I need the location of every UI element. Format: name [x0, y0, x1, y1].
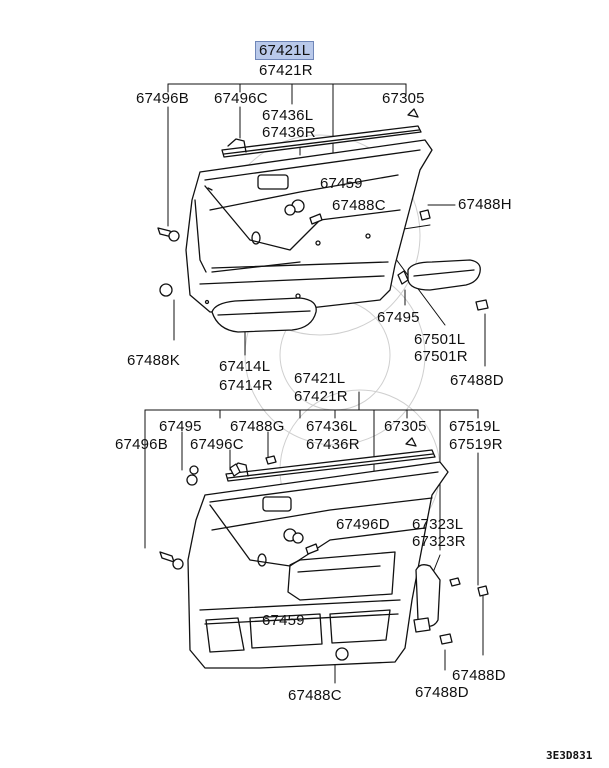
part-label-67459-rear[interactable]: 67459 [262, 612, 305, 629]
part-label-67436r[interactable]: 67436R [262, 124, 316, 141]
part-label-67488d[interactable]: 67488D [450, 372, 504, 389]
part-label-67496d[interactable]: 67496D [336, 516, 390, 533]
part-label-67305-rear[interactable]: 67305 [384, 418, 427, 435]
part-label-67519r[interactable]: 67519R [449, 436, 503, 453]
part-label-67501l[interactable]: 67501L [414, 331, 466, 348]
part-label-67421l-selected[interactable]: 67421L [255, 41, 315, 60]
part-label-67496c[interactable]: 67496C [214, 90, 268, 107]
part-label-67436l[interactable]: 67436L [262, 107, 314, 124]
top-weatherstrip [221, 125, 422, 158]
top-fasteners [157, 108, 489, 311]
part-label-67323l[interactable]: 67323L [412, 516, 464, 533]
part-label-67488c[interactable]: 67488C [332, 197, 386, 214]
diagram-code: 3E3D831 [546, 749, 593, 762]
part-label-67305[interactable]: 67305 [382, 90, 425, 107]
bottom-grip [413, 564, 441, 633]
part-label-67488h[interactable]: 67488H [458, 196, 512, 213]
part-label-67488g[interactable]: 67488G [230, 418, 285, 435]
part-label-67421r[interactable]: 67421R [259, 62, 313, 79]
bottom-door-panel [187, 461, 449, 669]
top-door-panel [185, 139, 433, 313]
top-pull-handle [407, 259, 481, 291]
part-label-67488d-rear-b[interactable]: 67488D [415, 684, 469, 701]
part-label-67421r-rear[interactable]: 67421R [294, 388, 348, 405]
part-label-67495[interactable]: 67495 [377, 309, 420, 326]
part-label-67414l[interactable]: 67414L [219, 358, 271, 375]
top-armrest [211, 297, 317, 333]
part-label-67501r[interactable]: 67501R [414, 348, 468, 365]
part-label-67496b[interactable]: 67496B [136, 90, 189, 107]
part-label-67496b-rear[interactable]: 67496B [115, 436, 168, 453]
bottom-weatherstrip [225, 449, 436, 482]
selected-part-highlight[interactable]: 67421L [255, 41, 315, 60]
part-label-67414r[interactable]: 67414R [219, 377, 273, 394]
part-label-67436r-rear[interactable]: 67436R [306, 436, 360, 453]
part-label-67488d-rear-a[interactable]: 67488D [452, 667, 506, 684]
part-label-67496c-rear[interactable]: 67496C [190, 436, 244, 453]
part-label-67323r[interactable]: 67323R [412, 533, 466, 550]
part-label-67495-rear[interactable]: 67495 [159, 418, 202, 435]
part-label-67436l-rear[interactable]: 67436L [306, 418, 358, 435]
bottom-fasteners [159, 437, 489, 661]
part-label-67488c-rear[interactable]: 67488C [288, 687, 342, 704]
part-label-67421l-rear[interactable]: 67421L [294, 370, 346, 387]
part-label-67519l[interactable]: 67519L [449, 418, 501, 435]
part-label-67459[interactable]: 67459 [320, 175, 363, 192]
part-label-67488k[interactable]: 67488K [127, 352, 180, 369]
